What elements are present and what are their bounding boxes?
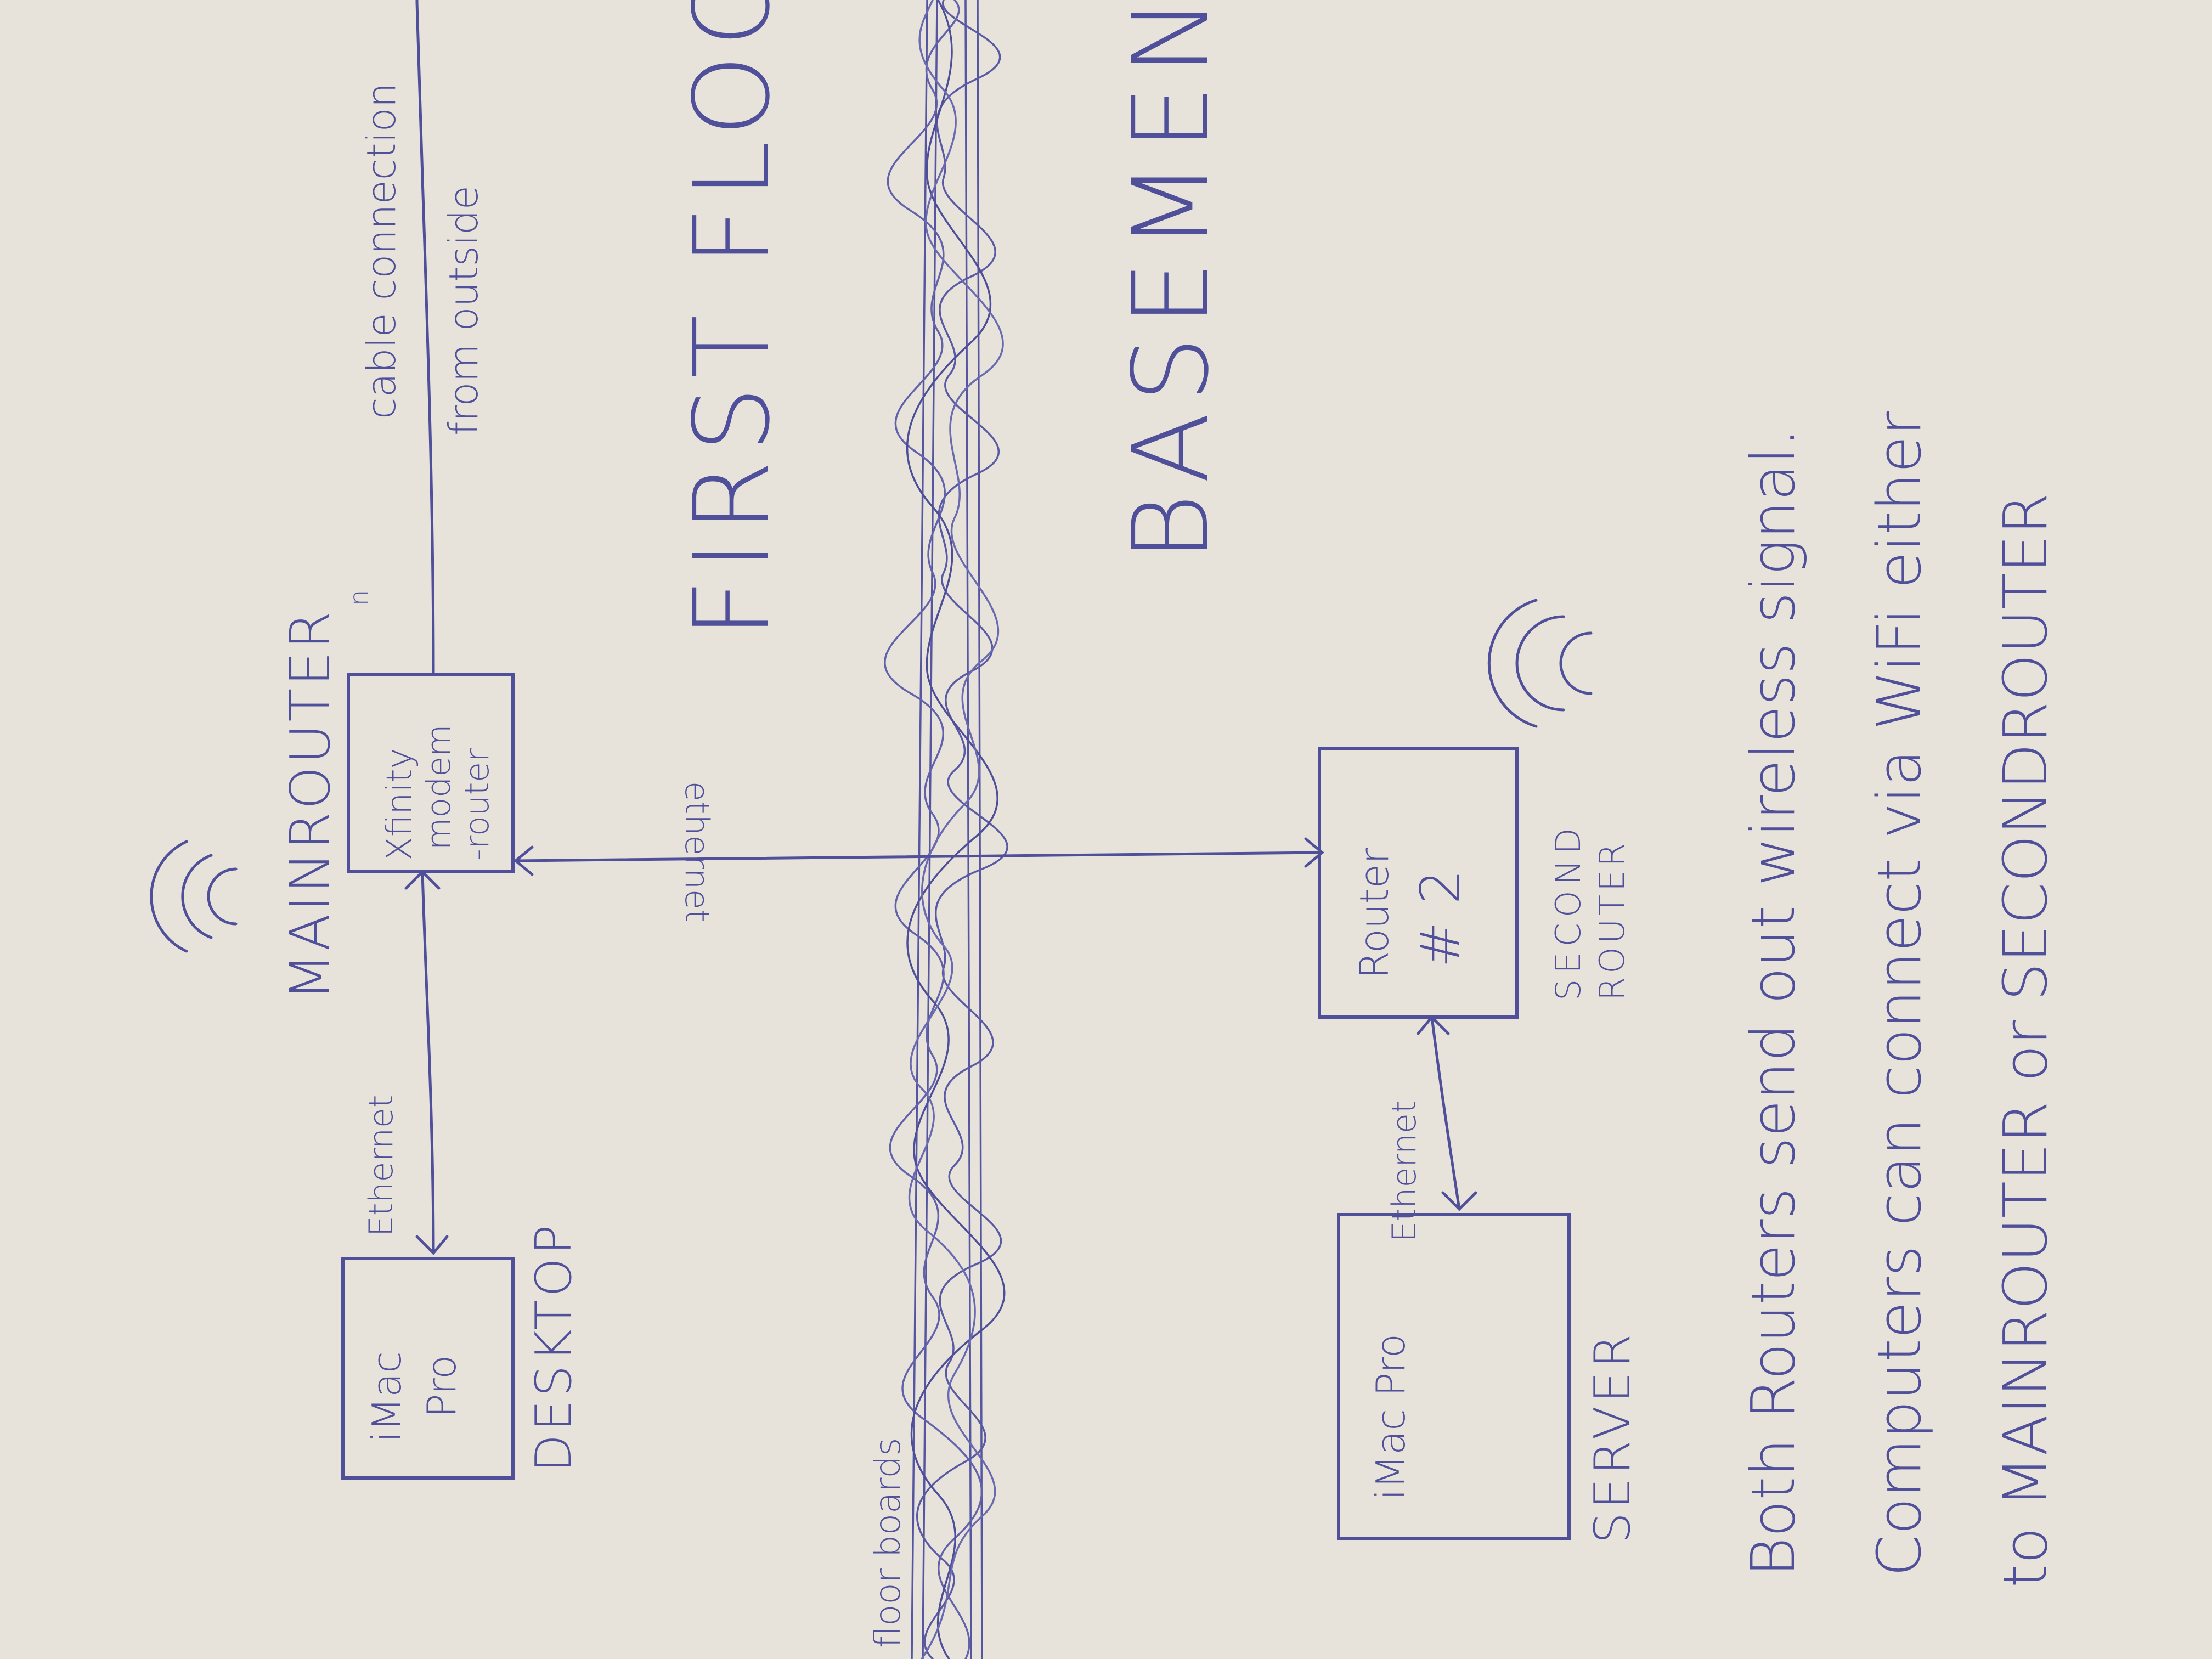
basement-label: BASEMENT xyxy=(1110,0,1232,562)
main-router-title: MAINROUTER xyxy=(278,609,342,1001)
desktop-line1: iMac xyxy=(364,1351,410,1442)
second-router-wifi-icon xyxy=(1487,599,1593,728)
floor-boards xyxy=(884,0,1008,1659)
floor-wave-1 xyxy=(916,0,1008,1659)
vertical-ethernet-arrow-bottom xyxy=(1304,837,1324,868)
server-title: SERVER xyxy=(1584,1330,1641,1544)
floor-wave-4 xyxy=(908,0,1004,1659)
floor-boards-label: floor boards xyxy=(868,1438,909,1648)
main-router-line1: Xfinity xyxy=(380,748,420,861)
note-line3: to MAINROUTER or SECONDROUTER xyxy=(1990,493,2061,1588)
floor-wave-3 xyxy=(906,0,1006,1659)
router2-line2: # 2 xyxy=(1408,870,1472,968)
ethernet-bottom-label: Ethernet xyxy=(1385,1101,1424,1242)
cable-connection-label: cable connection xyxy=(358,83,404,419)
server-line1: iMac Pro xyxy=(1368,1334,1414,1500)
main-router-box xyxy=(347,673,515,873)
main-router-wifi-icon xyxy=(150,840,238,953)
floor-line-1 xyxy=(911,0,928,1659)
desktop-ethernet-arrow-left xyxy=(415,1235,449,1255)
note-block: Both Routers send out wireless signal. C… xyxy=(1738,410,2061,1588)
main-router-line3: -router xyxy=(458,748,496,861)
desktop-box xyxy=(341,1257,515,1480)
cable-connection-line xyxy=(415,0,435,676)
main-router-line2: modem xyxy=(420,724,458,850)
note-line2: Computers can connect via WiFi either xyxy=(1864,410,1934,1577)
floor-line-3 xyxy=(964,0,972,1659)
from-outside-label: from outside xyxy=(441,185,487,436)
ethernet-vertical-label: ethernet xyxy=(678,781,716,922)
second-router-line2: ROUTER xyxy=(1592,840,1632,1001)
desktop-ethernet-arrow-right xyxy=(404,870,441,890)
server-ethernet-arrow-left xyxy=(1441,1191,1477,1211)
desktop-title: DESKTOP xyxy=(525,1222,583,1472)
vertical-ethernet-arrow-top xyxy=(514,845,534,876)
server-ethernet-arrow-right xyxy=(1417,1015,1450,1035)
ethernet-top-label: Ethernet xyxy=(362,1095,400,1237)
router2-box xyxy=(1318,747,1519,1019)
first-floor-label: FIRST FLOOR xyxy=(672,0,793,639)
floor-line-2 xyxy=(922,0,938,1659)
note-line1: Both Routers send out wireless signal. xyxy=(1738,428,1808,1577)
server-ethernet-line xyxy=(1430,1015,1461,1211)
desktop-line2: Pro xyxy=(419,1355,465,1418)
stray-mark: n xyxy=(344,590,374,606)
router2-line1: Router xyxy=(1351,848,1397,979)
vertical-ethernet-line xyxy=(514,851,1324,862)
server-box xyxy=(1337,1213,1571,1540)
desktop-ethernet-line xyxy=(421,870,435,1255)
second-router-line1: SECOND xyxy=(1548,822,1588,1001)
floor-line-4 xyxy=(977,0,983,1659)
